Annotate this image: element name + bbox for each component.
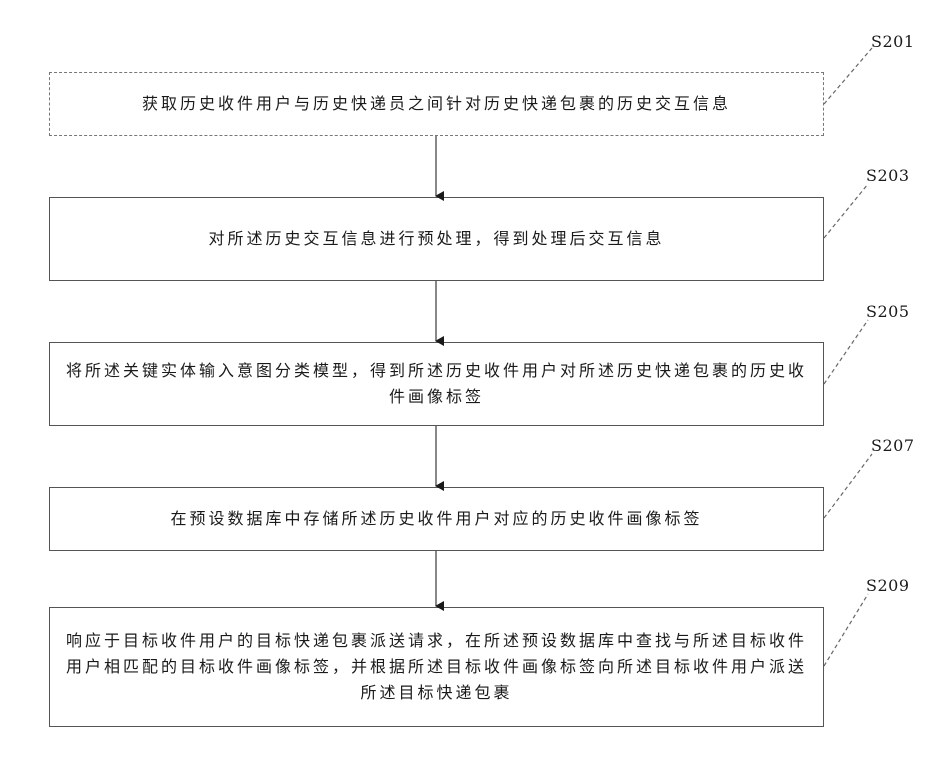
- leader-line-s205: [824, 320, 868, 384]
- leader-line-s209: [824, 594, 868, 666]
- leader-line-s201: [824, 48, 872, 104]
- leader-line-s203: [824, 184, 868, 238]
- leader-line-s207: [824, 454, 872, 518]
